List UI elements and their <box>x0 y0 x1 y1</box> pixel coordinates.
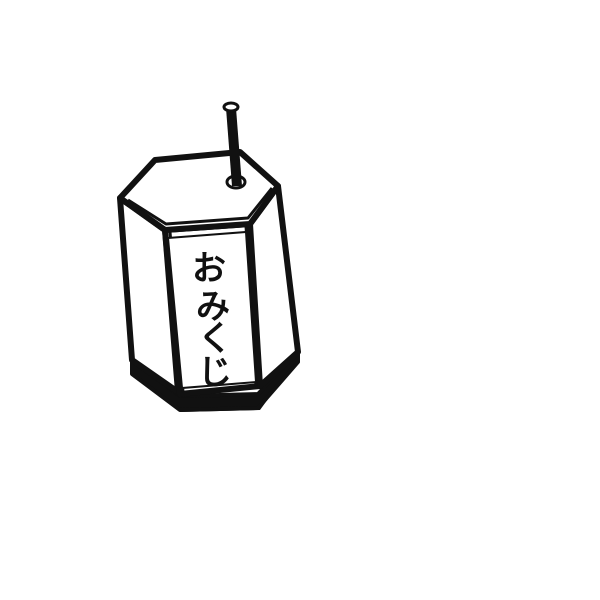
omikuji-stick-top <box>222 101 240 113</box>
label-char-1: お <box>192 249 226 289</box>
label-char-4: じ <box>198 353 232 393</box>
box-base-band <box>130 350 300 412</box>
omikuji-stick <box>226 108 242 186</box>
box-top-face <box>117 149 281 233</box>
label-char-3: く <box>198 319 232 359</box>
box-top-rim <box>127 187 274 226</box>
label-panel <box>166 230 258 390</box>
label-char-2: み <box>196 287 230 327</box>
